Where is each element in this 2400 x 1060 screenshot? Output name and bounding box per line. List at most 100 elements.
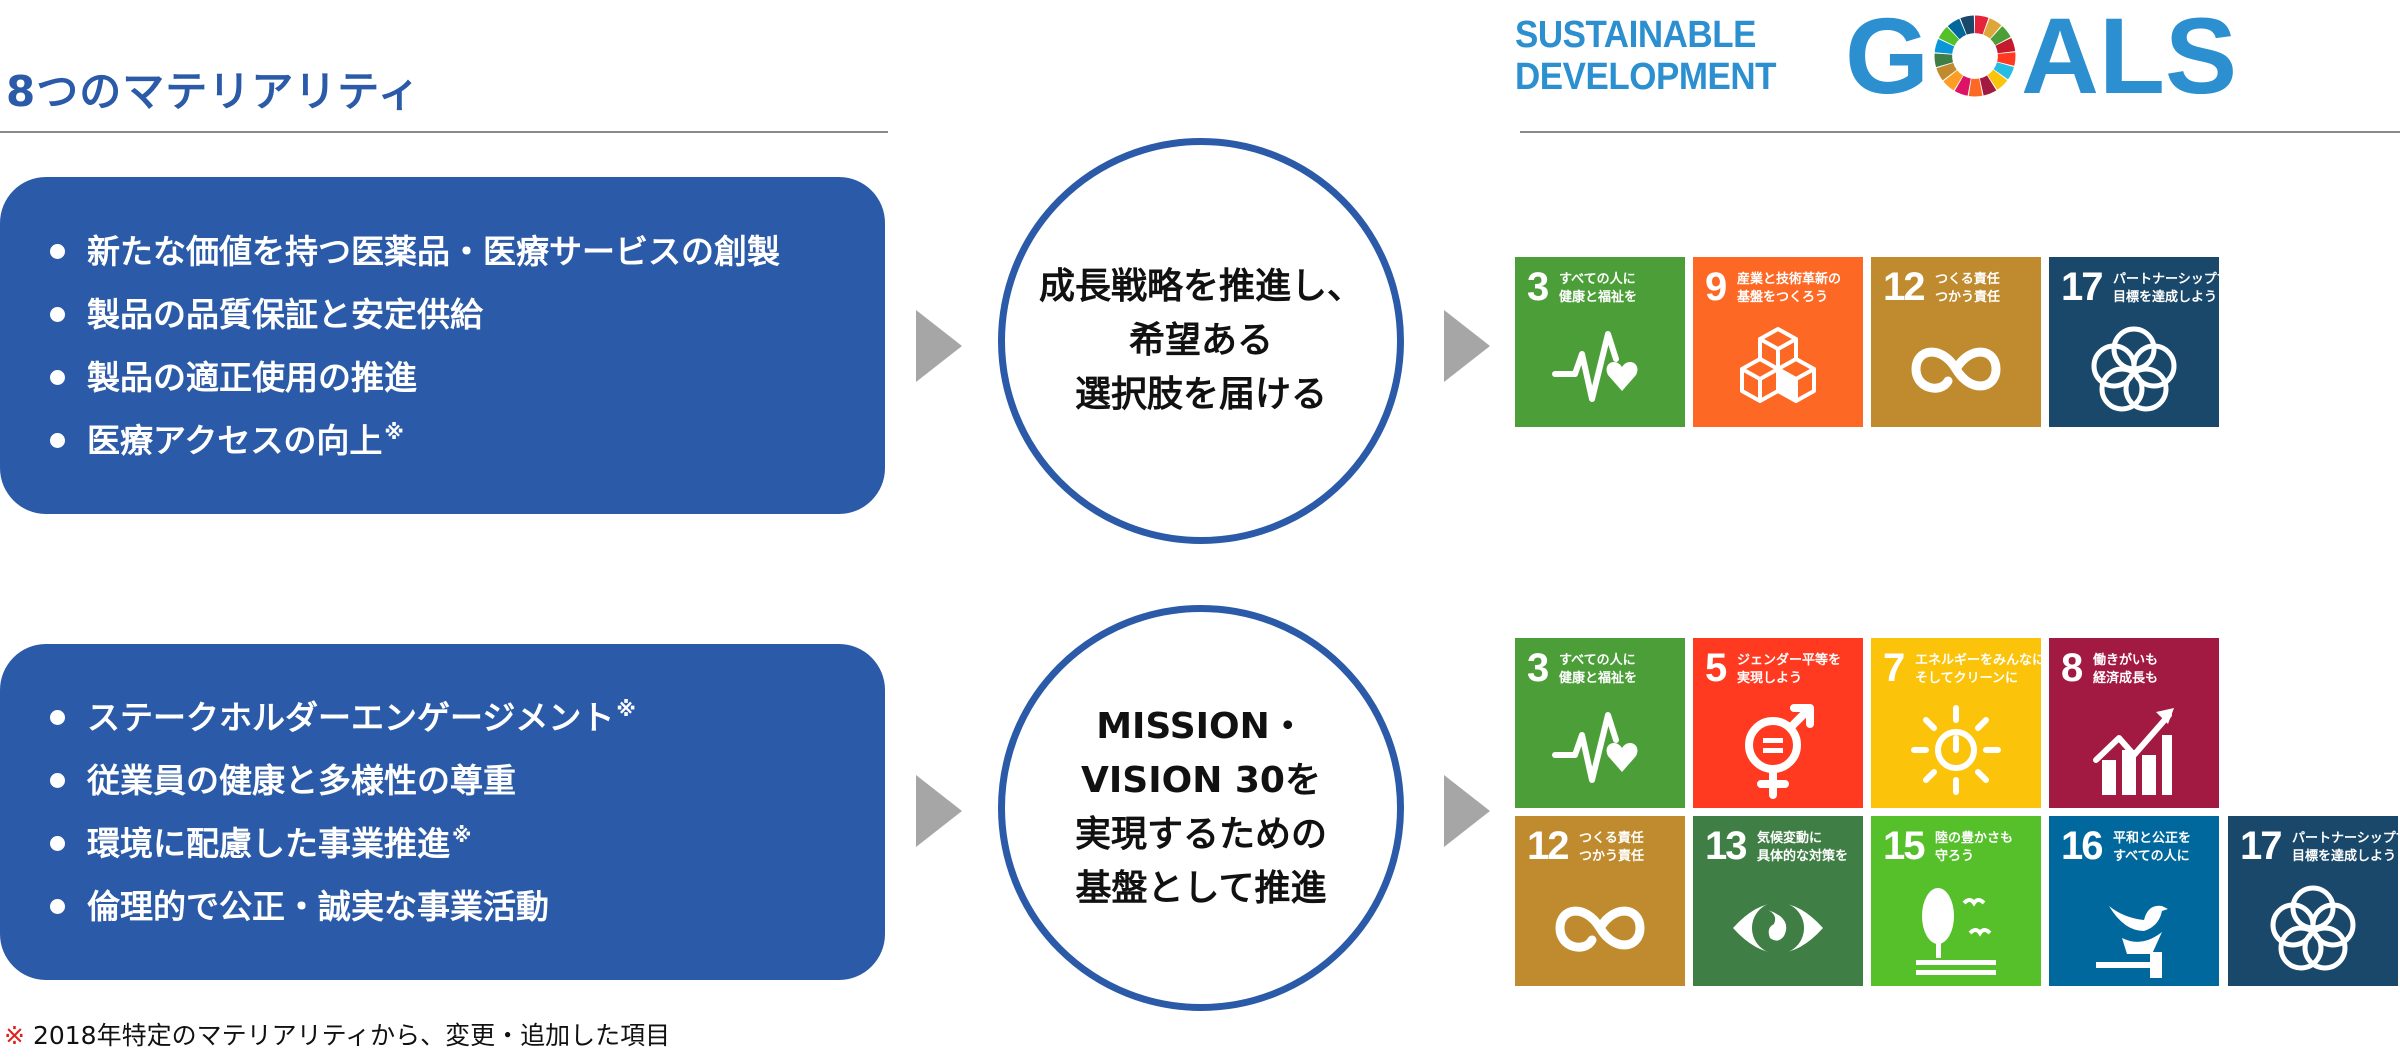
sdg-number: 17 xyxy=(2240,824,2282,868)
changed-mark: ※ xyxy=(452,823,472,847)
sdg-label-line: 健康と福祉を xyxy=(1559,671,1638,686)
sdg-label-line: 平和と公正を xyxy=(2113,831,2192,846)
sdg-label-line: つかう責任 xyxy=(1579,849,1645,864)
sdg-label: 気候変動に具体的な対策を xyxy=(1757,830,1848,866)
sdg-label-line: 働きがいも xyxy=(2093,653,2159,668)
footnote-mark: ※ xyxy=(4,1021,25,1050)
bullet-icon xyxy=(50,369,65,385)
arrow-right-icon xyxy=(916,310,962,382)
sdg-label: パートナーシップで目標を達成しよう xyxy=(2113,271,2219,307)
eye-globe-icon xyxy=(1733,902,1823,954)
sdg-divider xyxy=(1520,131,2400,133)
sdg-label-line: パートナーシップで xyxy=(2113,272,2219,287)
sdg-label-line: 守ろう xyxy=(1935,849,1975,864)
circle-text-line: VISION 30を xyxy=(1081,760,1321,801)
logo-als: ALS xyxy=(2021,0,2238,116)
changed-mark: ※ xyxy=(384,419,404,444)
materiality-box-foundation: ステークホルダーエンゲージメント※従業員の健康と多様性の尊重環境に配慮した事業推… xyxy=(0,644,885,980)
arrow-right-icon xyxy=(1444,310,1490,382)
sdg-goal-12-tile: 12 つくる責任つかう責任 xyxy=(1515,816,1685,986)
sdg-number: 16 xyxy=(2061,824,2103,868)
footnote: ※2018年特定のマテリアリティから、変更・追加した項目 xyxy=(4,1016,670,1052)
circle-text-line: 実現するための xyxy=(1074,814,1327,855)
sdg-label: ジェンダー平等を実現しよう xyxy=(1737,652,1841,688)
title-divider xyxy=(0,131,888,133)
materiality-text: 環境に配慮した事業推進 xyxy=(87,824,450,863)
materiality-item: 製品の適正使用の推進 xyxy=(50,346,885,409)
sdg-wheel-icon xyxy=(1934,15,2016,97)
sdg-goal-3-tile: 3 すべての人に健康と福祉を xyxy=(1515,638,1685,808)
logo-g: G xyxy=(1845,0,1930,116)
sdg-label: エネルギーをみんなにそしてクリーンに xyxy=(1915,652,2041,688)
rings-icon xyxy=(2270,885,2356,971)
materiality-text: 製品の品質保証と安定供給 xyxy=(87,294,483,334)
growth-icon xyxy=(2093,708,2174,795)
sdg-number: 17 xyxy=(2061,265,2103,309)
sdg-label-line: 目標を達成しよう xyxy=(2113,290,2218,305)
sdg-label: 平和と公正をすべての人に xyxy=(2113,830,2191,866)
sdg-label: つくる責任つかう責任 xyxy=(1579,830,1644,866)
wheel-segment xyxy=(1995,37,2016,54)
sdg-label-line: 健康と福祉を xyxy=(1559,290,1638,305)
bullet-icon xyxy=(50,899,65,914)
page-title: 8つのマテリアリティ xyxy=(6,67,421,116)
heartbeat-icon xyxy=(1552,331,1638,402)
bullet-icon xyxy=(50,243,65,259)
wheel-segment xyxy=(1975,15,1989,35)
wheel-segment xyxy=(1943,70,1963,91)
wheel-segment xyxy=(1934,53,1954,68)
sdg-label-line: つくる責任 xyxy=(1579,831,1644,846)
sdg-label-line: すべての人に xyxy=(1559,653,1636,668)
mission-vision-circle: MISSION・VISION 30を実現するための基盤として推進 xyxy=(998,605,1404,1011)
sdg-number: 8 xyxy=(2061,646,2083,690)
cubes-icon xyxy=(1740,327,1816,403)
wheel-segment xyxy=(1938,26,1960,46)
materiality-text: 製品の適正使用の推進 xyxy=(87,357,417,397)
sdg-number: 3 xyxy=(1527,646,1549,690)
sdg-label-line: そしてクリーンに xyxy=(1915,671,2018,686)
sdg-goal-17-tile: 17 パートナーシップで目標を達成しよう xyxy=(2228,816,2398,986)
infinity-icon xyxy=(1555,906,1645,952)
wheel-segment xyxy=(1968,78,1983,97)
wheel-segment xyxy=(1960,15,1975,35)
gender-icon xyxy=(1745,704,1814,799)
materiality-item: ステークホルダーエンゲージメント※ xyxy=(50,686,885,749)
wheel-segment xyxy=(1993,62,2014,80)
sdg-label: パートナーシップで目標を達成しよう xyxy=(2292,830,2398,866)
sdg-label-line: 経済成長も xyxy=(2093,671,2159,686)
sdg-number: 12 xyxy=(1527,824,1569,868)
sdg-label-line: 陸の豊かさも xyxy=(1935,831,2014,846)
materiality-item: 医療アクセスの向上※ xyxy=(50,409,885,472)
sdg-label-line: すべての人に xyxy=(2113,849,2190,864)
sdg-label-line: 産業と技術革新の xyxy=(1737,272,1842,287)
bullet-icon xyxy=(50,710,65,725)
footnote-text: 2018年特定のマテリアリティから、変更・追加した項目 xyxy=(32,1021,671,1050)
circle-text-line: 成長戦略を推進し、 xyxy=(1038,266,1363,307)
heartbeat-icon xyxy=(1552,712,1638,783)
sdg-number: 5 xyxy=(1705,646,1727,690)
wheel-segment xyxy=(1997,52,2016,66)
sdg-label-line: パートナーシップで xyxy=(2292,831,2398,846)
sdg-label: すべての人に健康と福祉を xyxy=(1559,652,1637,688)
sdg-label: すべての人に健康と福祉を xyxy=(1559,271,1637,307)
sdg-label-line: つかう責任 xyxy=(1935,290,2001,305)
materiality-item: 新たな価値を持つ医薬品・医療サービスの創製 xyxy=(50,220,885,283)
wheel-segment xyxy=(1990,26,2011,46)
sdg-goal-5-tile: 5 ジェンダー平等を実現しよう xyxy=(1693,638,1863,808)
materiality-item: 環境に配慮した事業推進※ xyxy=(50,812,885,875)
sdg-label-line: 基盤をつくろう xyxy=(1737,290,1829,305)
sdg-number: 9 xyxy=(1705,265,1727,309)
bullet-icon xyxy=(50,432,65,448)
bullet-icon xyxy=(50,836,65,851)
sdg-label-line: ジェンダー平等を xyxy=(1737,653,1842,668)
sdg-number: 12 xyxy=(1883,265,1925,309)
circle-text-line: 希望ある xyxy=(1128,320,1273,361)
sdg-label-line: エネルギーをみんなに xyxy=(1915,653,2041,668)
changed-mark: ※ xyxy=(616,697,636,721)
sdg-label: つくる責任つかう責任 xyxy=(1935,271,2000,307)
sdg-label-line: 気候変動に xyxy=(1757,831,1823,846)
